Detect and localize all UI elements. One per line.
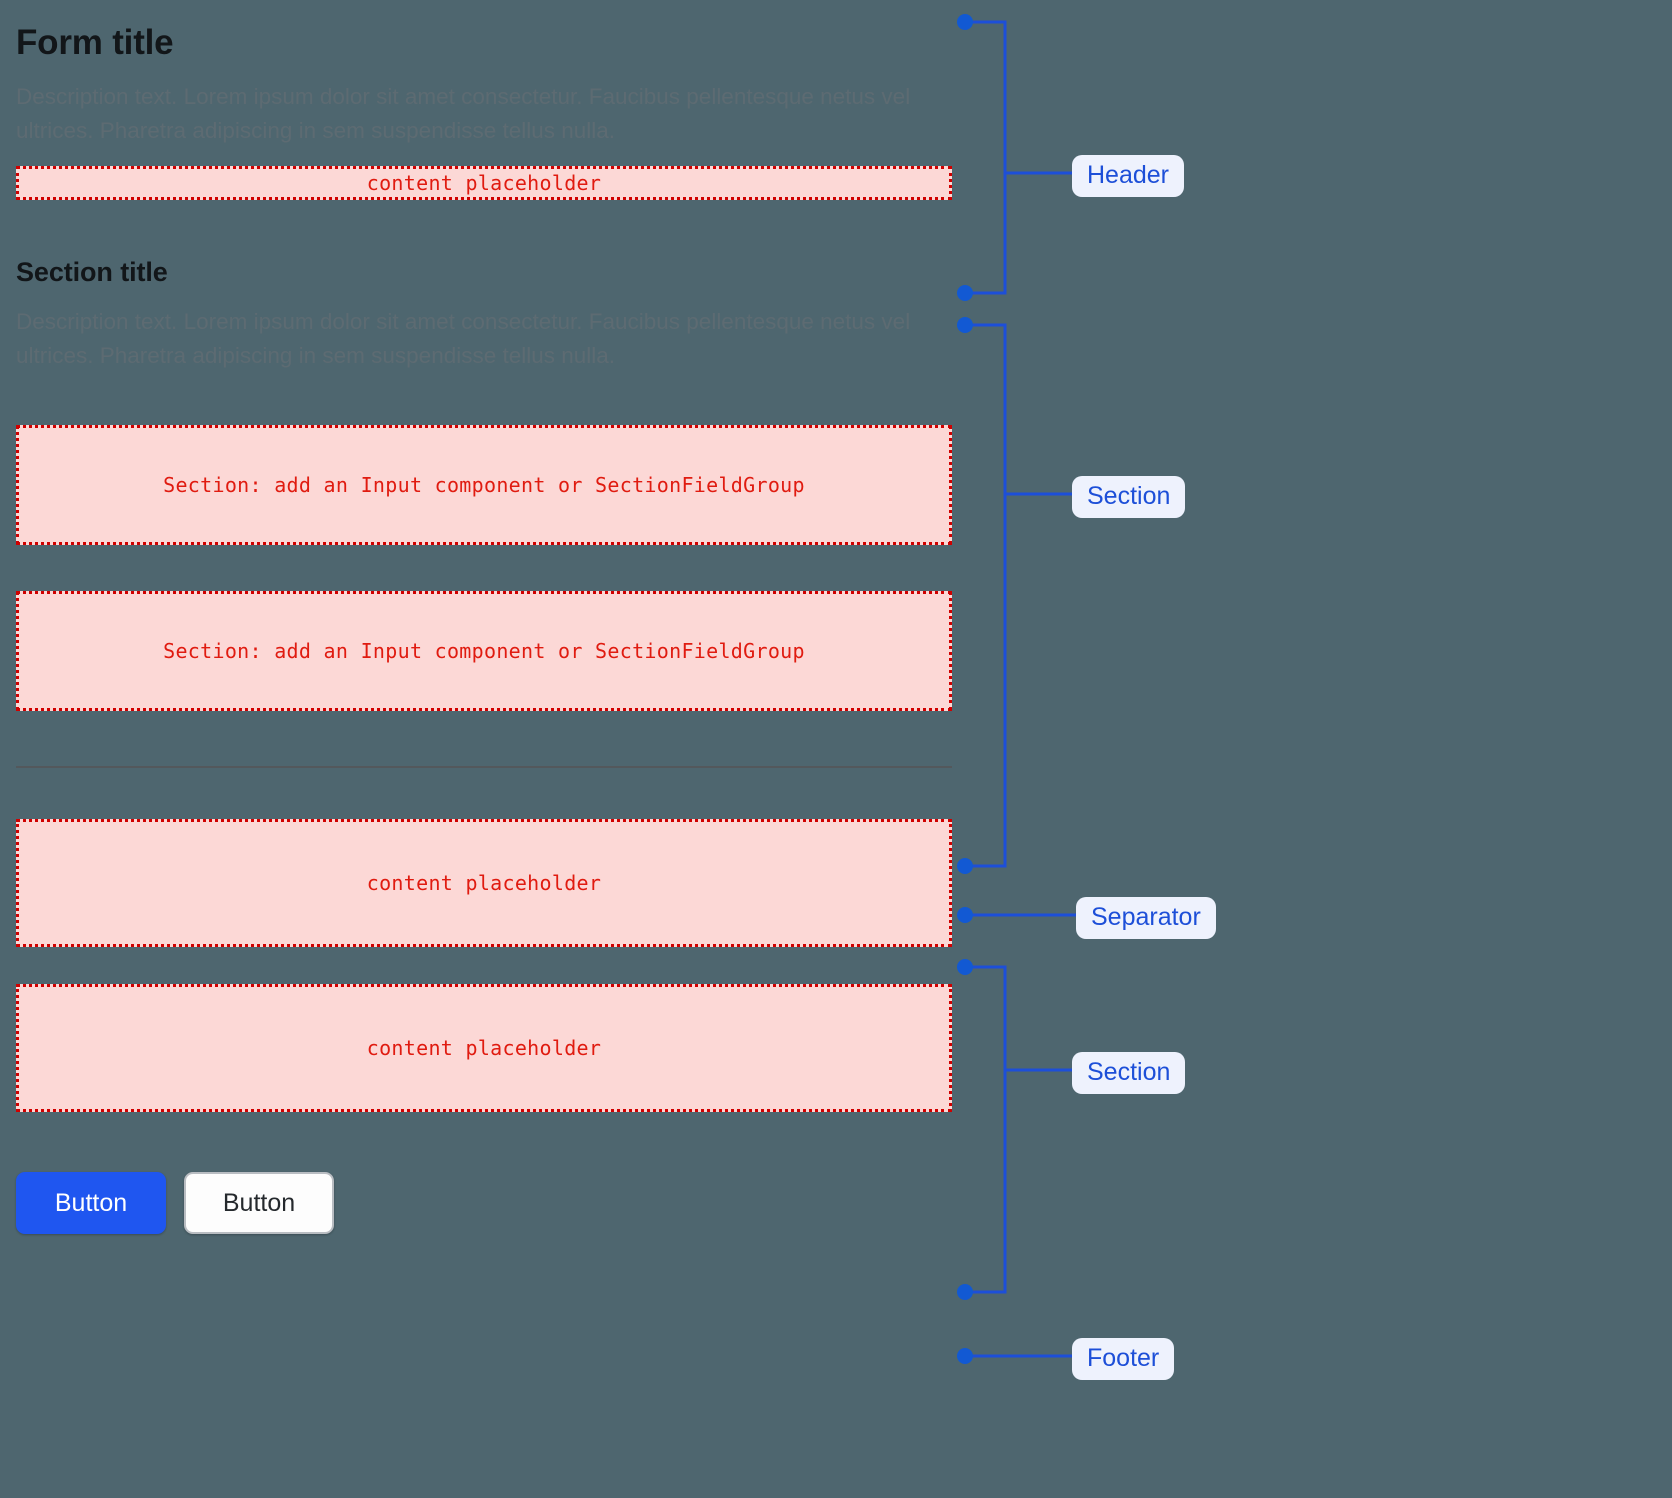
form-container: Form title Description text. Lorem ipsum… bbox=[16, 0, 952, 1235]
section-field-placeholder-2: Section: add an Input component or Secti… bbox=[16, 591, 952, 712]
section-two-bracket bbox=[965, 965, 1007, 1294]
section-one-bracket-dot-bottom bbox=[957, 858, 973, 874]
form-description: Description text. Lorem ipsum dolor sit … bbox=[16, 84, 911, 144]
section-two-bracket-dot-top bbox=[957, 959, 973, 975]
section-two-bracket-dot-bottom bbox=[957, 1284, 973, 1300]
section-one-bracket-dot-top bbox=[957, 317, 973, 333]
annotation-label-section-one[interactable]: Section bbox=[1072, 476, 1186, 519]
header-bracket bbox=[965, 20, 1007, 295]
secondary-button[interactable]: Button bbox=[184, 1172, 334, 1235]
header-content-placeholder: content placeholder bbox=[16, 166, 952, 201]
header-bracket-dot-bottom bbox=[957, 285, 973, 301]
section-two-content-placeholder-1: content placeholder bbox=[16, 819, 952, 948]
section-two-content-placeholder-2: content placeholder bbox=[16, 984, 952, 1113]
primary-button[interactable]: Button bbox=[16, 1172, 166, 1235]
form-footer: Button Button bbox=[16, 1172, 952, 1235]
footer-dot bbox=[957, 1348, 973, 1364]
form-section-two: content placeholder content placeholder bbox=[16, 819, 952, 1113]
section-description: Description text. Lorem ipsum dolor sit … bbox=[16, 308, 911, 368]
section-one-bracket bbox=[965, 323, 1007, 868]
section-title: Section title bbox=[16, 257, 168, 288]
separator-dot bbox=[957, 907, 973, 923]
form-separator bbox=[16, 766, 952, 769]
annotation-label-header[interactable]: Header bbox=[1072, 155, 1184, 198]
annotation-label-section-two[interactable]: Section bbox=[1072, 1052, 1186, 1095]
form-title: Form title bbox=[16, 23, 174, 62]
annotation-label-separator[interactable]: Separator bbox=[1076, 897, 1216, 940]
form-section-one: Section title Description text. Lorem ip… bbox=[16, 256, 952, 712]
form-header: Form title Description text. Lorem ipsum… bbox=[16, 22, 952, 201]
section-field-placeholder-1: Section: add an Input component or Secti… bbox=[16, 425, 952, 546]
header-bracket-dot-top bbox=[957, 14, 973, 30]
annotation-label-footer[interactable]: Footer bbox=[1072, 1338, 1175, 1381]
annotation-dots bbox=[957, 14, 973, 1364]
